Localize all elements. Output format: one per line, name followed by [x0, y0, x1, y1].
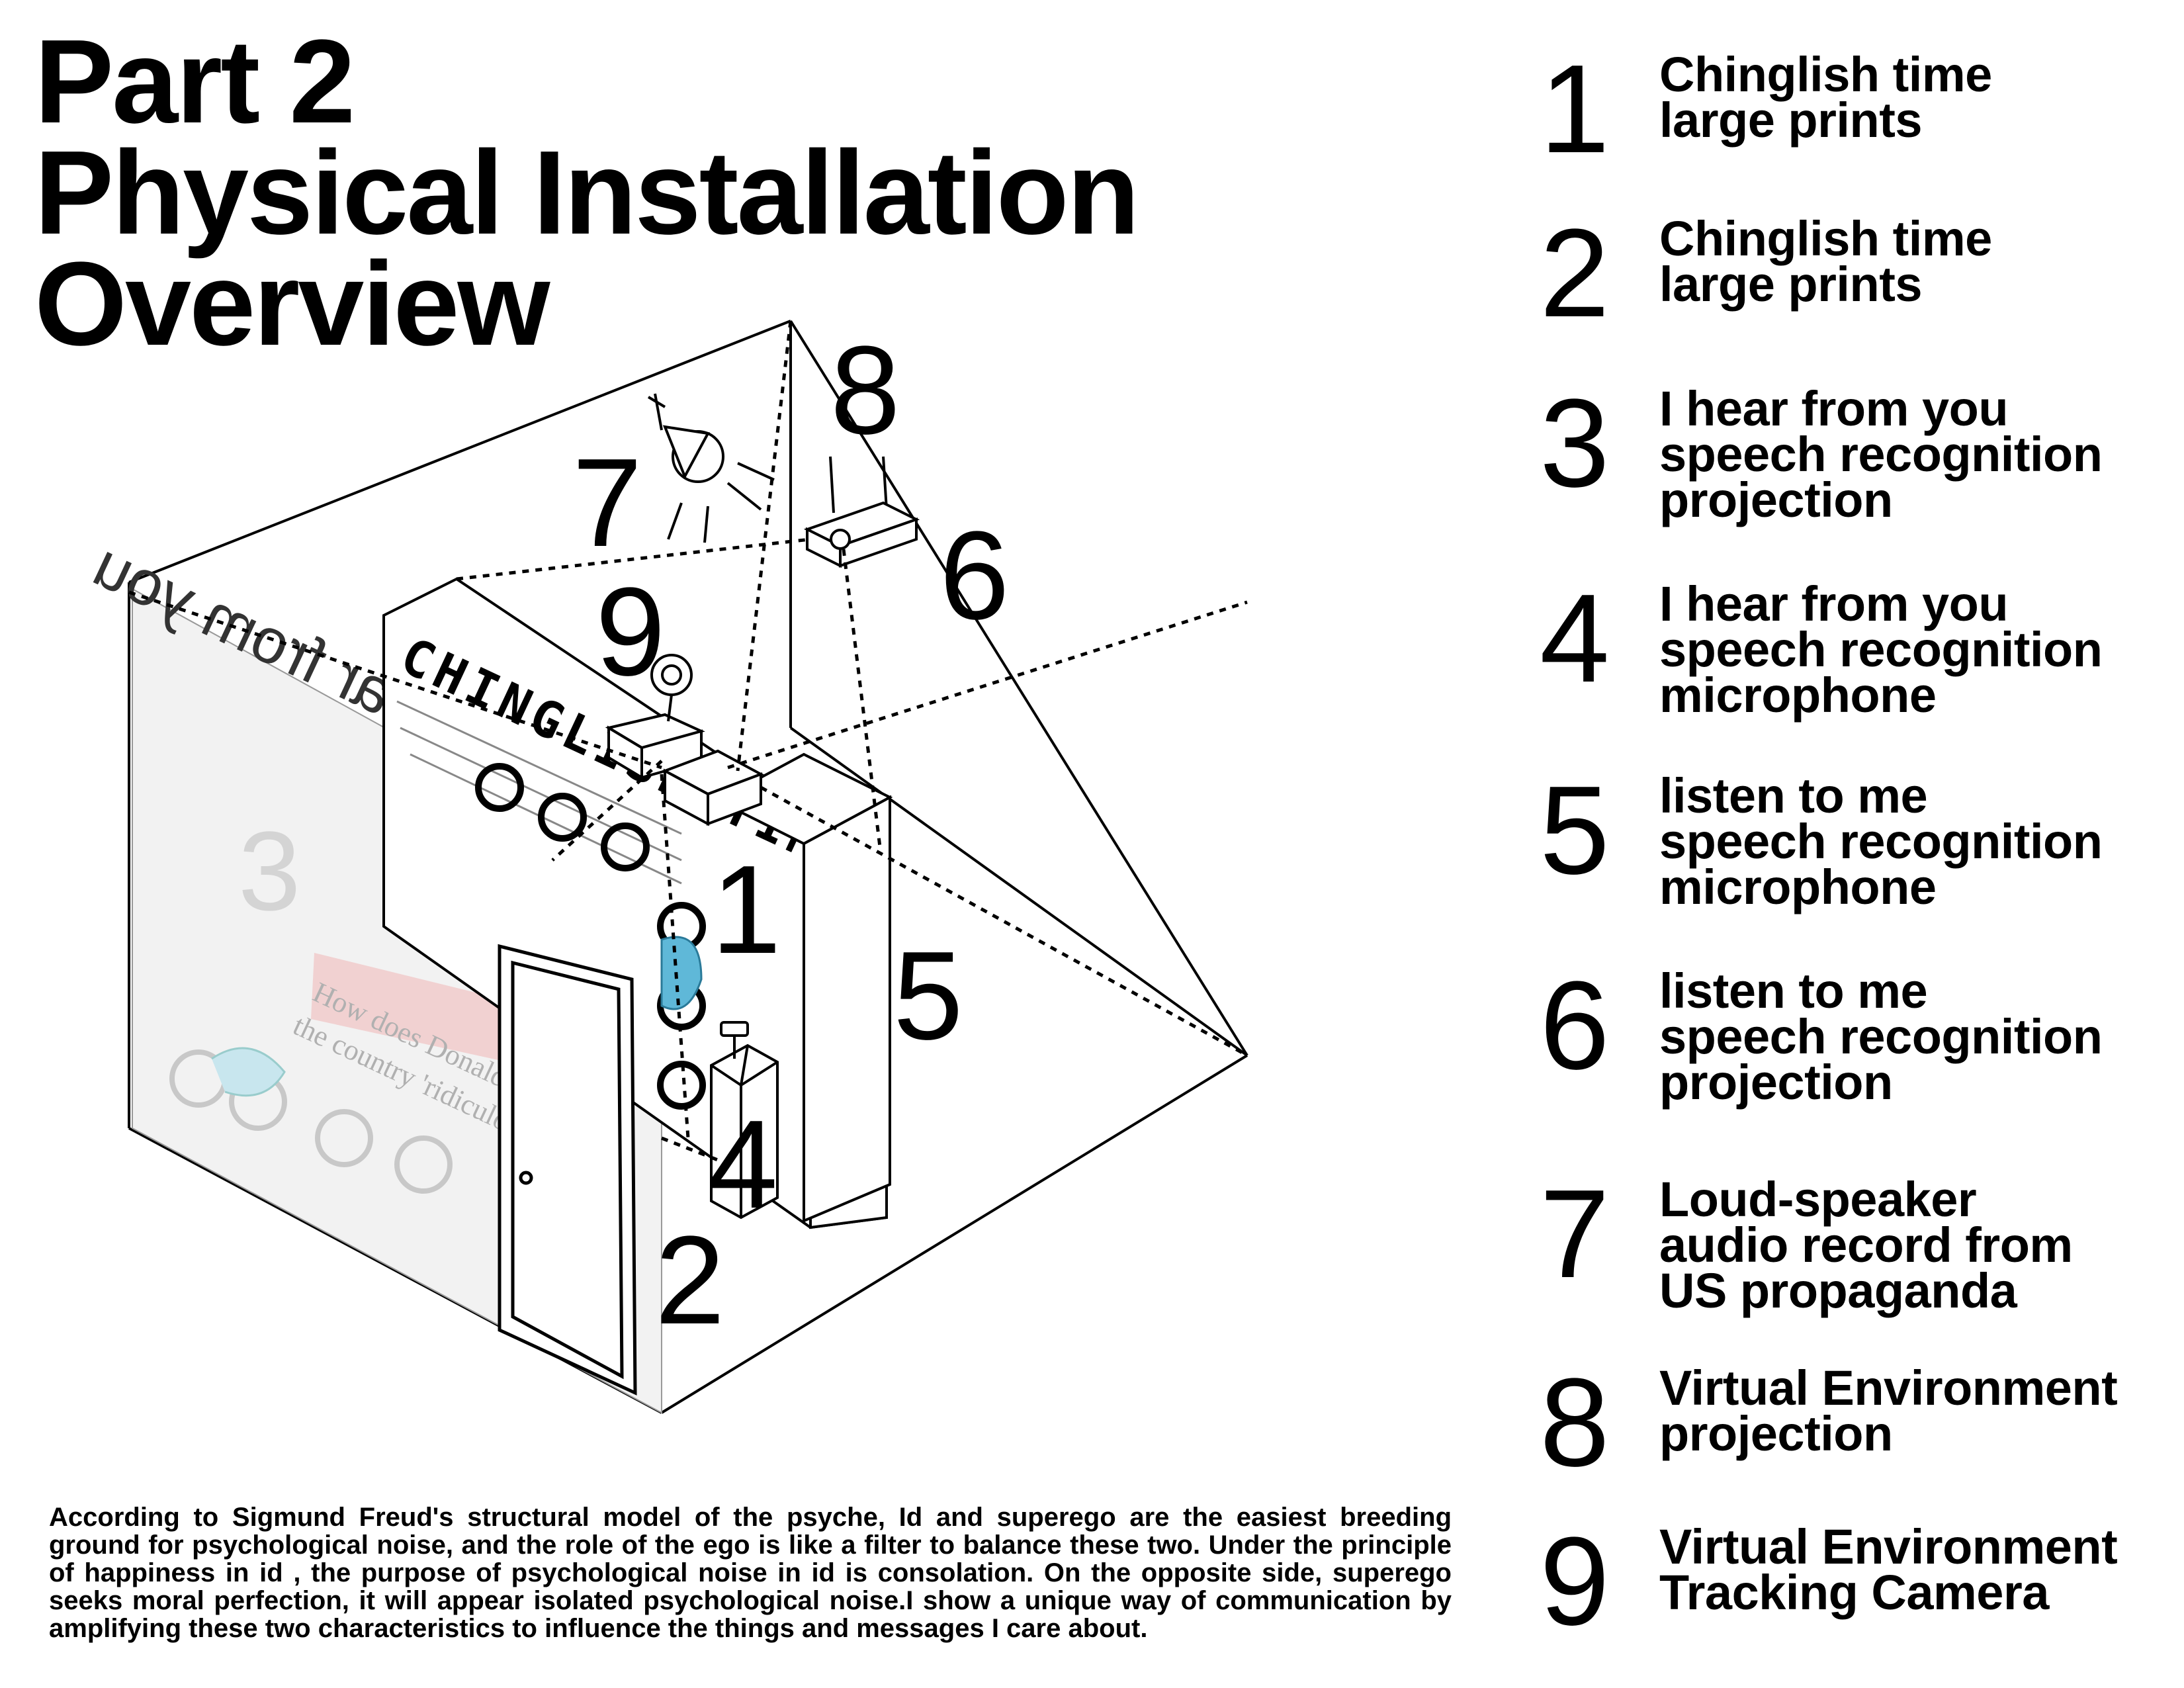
- legend-line: projection: [1659, 1055, 1893, 1110]
- callout-9: 9: [595, 562, 666, 702]
- legend-line: Virtual Environment: [1659, 1519, 2118, 1574]
- legend-number: 6: [1540, 955, 1610, 1096]
- legend-number: 2: [1540, 203, 1610, 343]
- legend-number: 5: [1540, 760, 1610, 901]
- callout-4: 4: [708, 1094, 778, 1235]
- legend-line: projection: [1659, 1406, 1893, 1461]
- legend-line: listen to me: [1659, 963, 1928, 1018]
- legend-line: large prints: [1659, 93, 1922, 148]
- microphone-stand: [710, 1021, 779, 1220]
- legend-number: 3: [1540, 373, 1610, 513]
- legend-line: speech recognition: [1659, 622, 2103, 677]
- callout-2: 2: [655, 1210, 725, 1351]
- page-title: Part 2 Physical Installation Overview: [34, 15, 1140, 371]
- legend-line: speech recognition: [1659, 427, 2103, 482]
- title-line-3: Overview: [34, 238, 550, 371]
- projection-number: 3: [238, 809, 301, 934]
- title-line-1: Part 2: [34, 15, 355, 148]
- callout-5: 5: [893, 926, 963, 1066]
- legend-line: Chinglish time: [1659, 47, 1992, 102]
- legend-line: US propaganda: [1659, 1263, 2017, 1318]
- legend-line: speech recognition: [1659, 814, 2103, 869]
- legend-line: Tracking Camera: [1659, 1565, 2049, 1620]
- legend-line: I hear from you: [1659, 381, 2009, 436]
- legend-line: Virtual Environment: [1659, 1360, 2118, 1415]
- legend-line: microphone: [1659, 668, 1937, 723]
- door: [498, 944, 637, 1396]
- title-line-2: Physical Installation: [34, 126, 1140, 259]
- callout-1: 1: [711, 840, 781, 980]
- legend-line: I hear from you: [1659, 576, 2009, 631]
- legend-number: 4: [1540, 568, 1610, 709]
- ceiling-projector: [803, 456, 920, 568]
- legend-line: listen to me: [1659, 768, 1928, 823]
- legend-number: 8: [1540, 1353, 1610, 1493]
- legend-line: projection: [1659, 472, 1893, 527]
- legend-number: 7: [1540, 1164, 1610, 1304]
- legend-line: microphone: [1659, 860, 1937, 914]
- legend-line: speech recognition: [1659, 1009, 2103, 1064]
- speaker-column: [715, 752, 893, 1223]
- callout-7: 7: [572, 433, 642, 573]
- callout-8: 8: [830, 320, 900, 461]
- description-paragraph: According to Sigmund Freud's structural …: [49, 1503, 1452, 1643]
- callout-6: 6: [939, 506, 1010, 646]
- legend-line: Loud-speaker: [1659, 1172, 1977, 1227]
- legend-line: Chinglish time: [1659, 211, 1992, 266]
- projection-lines: [128, 320, 1248, 1163]
- callouts: 1 2 4 5 6 7 8 9: [572, 320, 1010, 1351]
- legend-number: 9: [1540, 1511, 1610, 1652]
- loudspeaker-icon: [647, 393, 775, 543]
- legend-number: 1: [1540, 39, 1610, 179]
- legend-line: audio record from: [1659, 1218, 2073, 1272]
- legend-line: large prints: [1659, 257, 1922, 312]
- camera-device: [605, 654, 764, 826]
